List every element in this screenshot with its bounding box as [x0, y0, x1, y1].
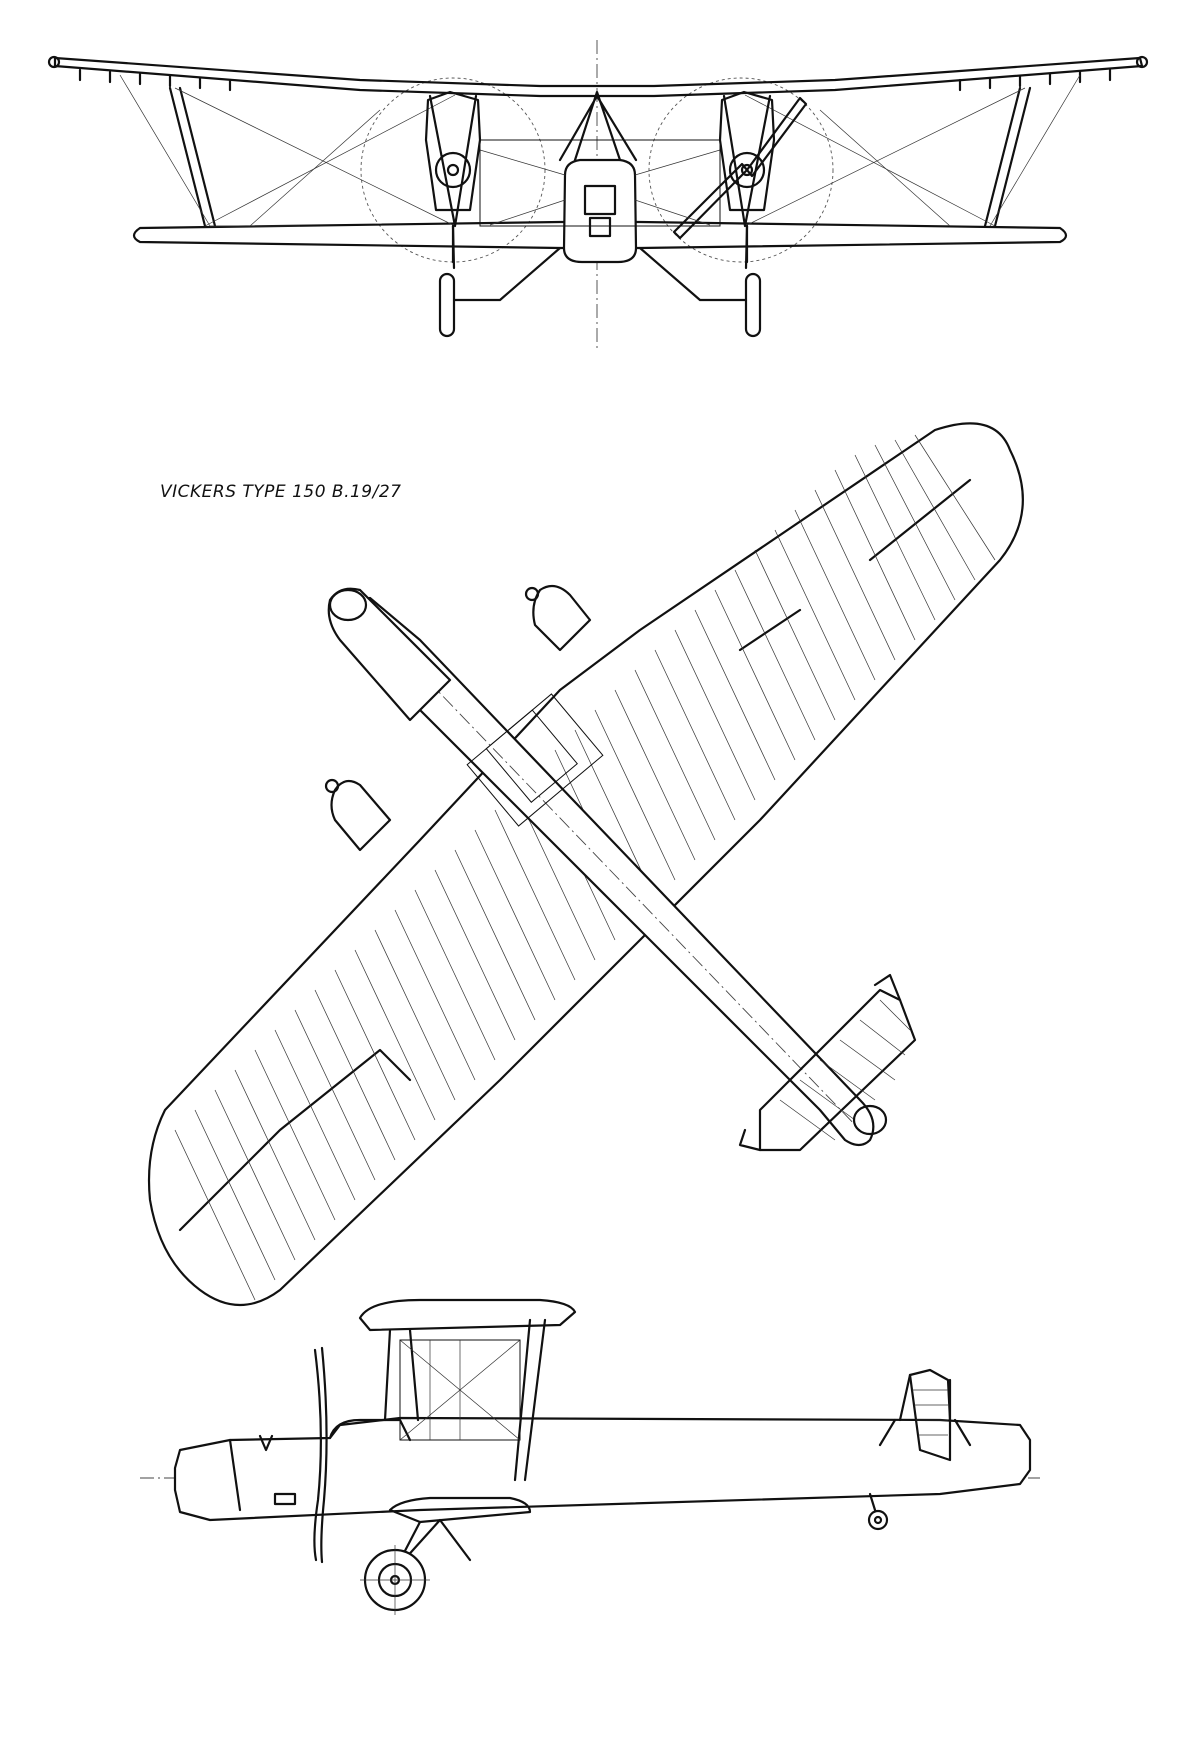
plan-view: [147, 422, 1024, 1307]
drawing-title: VICKERS TYPE 150 B.19/27: [160, 482, 402, 502]
side-view: [140, 1298, 1040, 1615]
front-view: [47, 40, 1149, 350]
